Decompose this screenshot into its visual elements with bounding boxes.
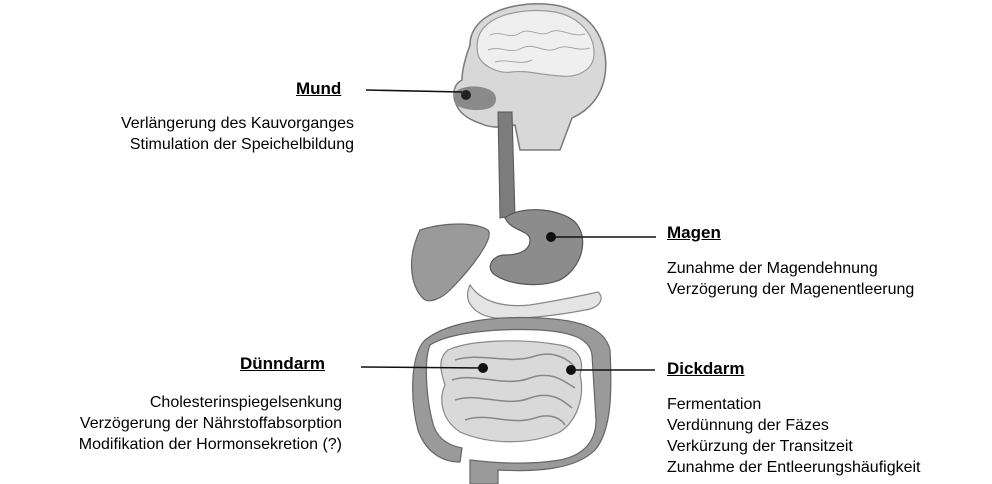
dickdarm-effect-2: Verdünnung der Fäzes <box>667 415 921 436</box>
dickdarm-effect-1: Fermentation <box>667 394 921 415</box>
dickdarm-title: Dickdarm <box>667 359 744 379</box>
mund-leader-line <box>366 90 462 92</box>
duenndarm-effect-2: Verzögerung der Nährstoffabsorption <box>79 413 342 434</box>
liver-illustration <box>412 224 490 301</box>
magen-effect-1: Zunahme der Magendehnung <box>667 258 914 279</box>
magen-effects: Zunahme der Magendehnung Verzögerung der… <box>667 258 914 300</box>
duenndarm-effects: Cholesterinspiegelsenkung Verzögerung de… <box>79 392 342 455</box>
duenndarm-effect-1: Cholesterinspiegelsenkung <box>79 392 342 413</box>
mund-effects: Verlängerung des Kauvorganges Stimulatio… <box>121 113 354 155</box>
duenndarm-leader-line <box>361 367 483 368</box>
pancreas-illustration <box>468 285 602 318</box>
mund-effect-2: Stimulation der Speichelbildung <box>121 134 354 155</box>
head-illustration <box>454 4 606 150</box>
esophagus-illustration <box>498 112 515 218</box>
dickdarm-effects: Fermentation Verdünnung der Fäzes Verkür… <box>667 394 921 478</box>
stomach-illustration <box>490 210 582 285</box>
mund-effect-1: Verlängerung des Kauvorganges <box>121 113 354 134</box>
magen-effect-2: Verzögerung der Magenentleerung <box>667 279 914 300</box>
duenndarm-effect-3: Modifikation der Hormonsekretion (?) <box>79 434 342 455</box>
dickdarm-effect-4: Zunahme der Entleerungshäufigkeit <box>667 457 921 478</box>
duenndarm-title: Dünndarm <box>240 354 325 374</box>
magen-title: Magen <box>667 223 721 243</box>
dickdarm-effect-3: Verkürzung der Transitzeit <box>667 436 921 457</box>
mund-title: Mund <box>296 79 341 99</box>
